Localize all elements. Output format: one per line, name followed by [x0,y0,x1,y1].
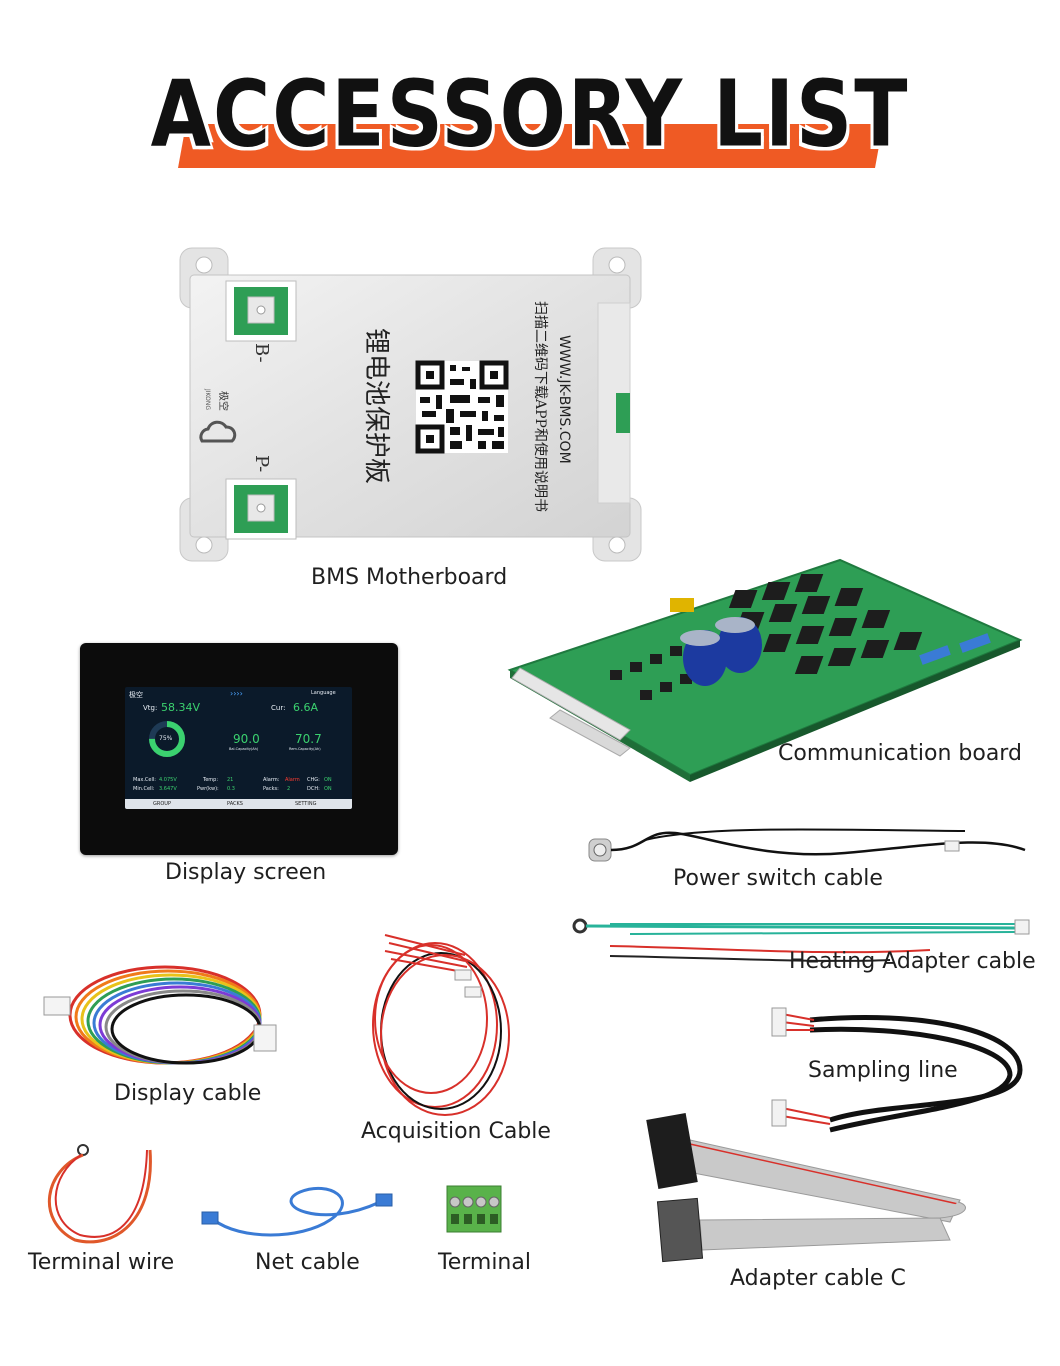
min-cell-value: 3.647V [159,786,177,792]
pwr-value: 0.3 [227,786,235,792]
power-switch-cable-image [588,828,1026,862]
tab-packs[interactable]: PACKS [227,801,243,807]
dch-value: ON [324,786,332,792]
terminal-p-label: P- [251,455,272,472]
bms-product-name: 锂电池保护板 [361,328,391,484]
cur-value: 6.6A [293,701,319,714]
max-cell-value: 4.075V [159,777,177,783]
display-screen-label: Display screen [165,860,327,885]
heating-adapter-cable-image [572,918,1030,962]
screen-brand: 极空 [129,691,143,699]
terminal-image [446,1185,502,1233]
alarm-value: Alarm [285,777,300,783]
cur-label: Cur: [271,704,286,712]
screen-tab-bar: GROUP PACKS SETTING [125,799,352,809]
sampling-line-image [771,1007,1023,1133]
acquisition-cable-label: Acquisition Cable [361,1119,551,1144]
adapter-cable-c-label: Adapter cable C [730,1266,906,1291]
terminal-wire-image [47,1144,152,1244]
soc-ring [149,721,185,757]
packs-value: 2 [287,786,291,792]
communication-board-label: Communication board [778,741,1022,766]
rem-capacity-label: Rem.Capacity(Ah) [289,747,321,751]
max-cell-label: Max.Cell: [133,777,156,783]
screen-arrows: ›››› [230,689,243,698]
tab-setting[interactable]: SETTING [295,801,317,807]
language-selector[interactable]: Language [311,690,336,696]
power-switch-cable-label: Power switch cable [673,866,883,891]
tab-group[interactable]: GROUP [153,801,171,807]
min-cell-label: Min.Cell: [133,786,155,792]
net-cable-label: Net cable [255,1250,360,1275]
sampling-line-label: Sampling line [808,1058,958,1083]
dch-label: DCH: [307,786,320,792]
lcd-panel: 极空 ›››› Language Vtg: 58.34V Cur: 6.6A 7… [125,687,352,809]
alarm-label: Alarm: [263,777,280,783]
pwr-label: Pwr(kw): [197,786,219,792]
packs-label: Packs: [263,786,279,792]
page-title: ACCESSORY LIST [150,61,910,169]
terminal-wire-label: Terminal wire [28,1250,175,1275]
bms-brand-en-text: JIKONG [204,388,211,410]
bms-motherboard-label: BMS Motherboard [311,565,508,590]
bms-scan-text: 扫描二维码下载APP和使用说明书 [532,301,549,512]
terminal-b-label: B- [251,343,272,363]
temp-label: Temp: [203,777,219,783]
title-banner [178,124,883,168]
bal-capacity-label: Bal.Capacity(Ah) [229,747,259,751]
display-cable-label: Display cable [114,1081,262,1106]
terminal-label: Terminal [438,1250,531,1275]
display-screen-image: 极空 ›››› Language Vtg: 58.34V Cur: 6.6A 7… [80,643,398,855]
vtg-label: Vtg: [143,704,158,712]
adapter-cable-c-image [646,1113,966,1263]
net-cable-image [201,1186,393,1237]
chg-value: ON [324,777,332,783]
vtg-value: 58.34V [161,701,201,714]
bms-brand-text: 极空 [217,391,230,411]
soc-value: 75% [159,735,173,742]
heating-adapter-cable-label: Heating Adapter cable [789,949,1036,974]
chg-label: CHG: [307,777,320,783]
acquisition-cable-image [372,934,510,1116]
bms-website: WWW.JK-BMS.COM [556,335,572,464]
communication-board-image [500,550,1025,785]
rem-capacity-value: 70.7 [295,732,322,746]
display-cable-image [43,965,277,1065]
temp-value: 21 [227,777,234,783]
bms-motherboard-image: B- P- 极空 JIKONG 锂电池保护板 扫描二维码下载APP和使用说明书 … [178,243,643,566]
bal-capacity-value: 90.0 [233,732,260,746]
